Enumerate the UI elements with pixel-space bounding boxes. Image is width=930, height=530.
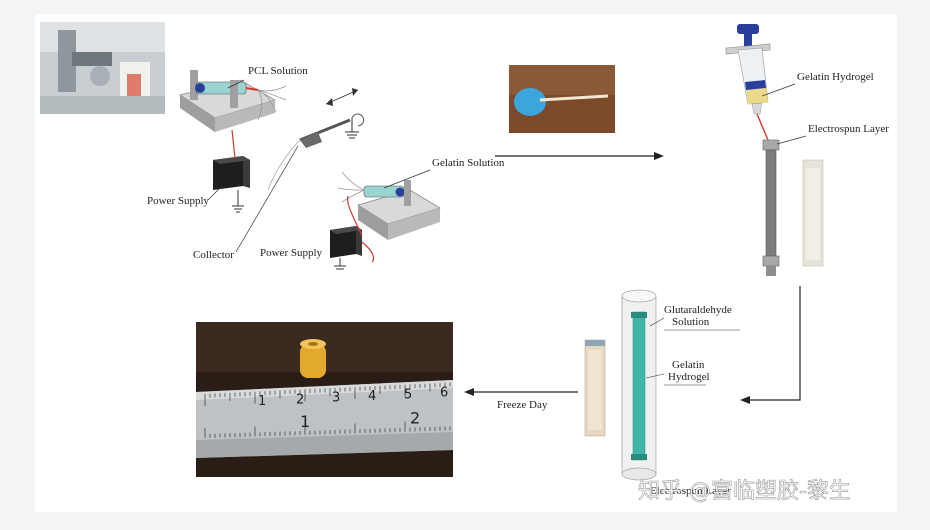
final-product-photo <box>196 322 453 477</box>
pcl-fiber-jet <box>257 85 287 121</box>
mold-rod <box>762 139 780 276</box>
label-power-supply-1: Power Supply <box>147 195 210 207</box>
label-glutaraldehyde: Glutaraldehyde <box>664 304 732 316</box>
arrow-to-syringe <box>495 152 664 160</box>
glutaraldehyde-container <box>621 289 657 481</box>
ruler-number: 5 <box>404 387 412 402</box>
pcl-syringe-pump <box>179 70 277 132</box>
power-supply-1-box <box>213 129 250 213</box>
collector-mandrel <box>267 88 365 191</box>
ruler-number: 1 <box>258 394 266 409</box>
label-power-supply-2: Power Supply <box>260 247 323 259</box>
label-gelatin-solution: Gelatin Solution <box>432 157 505 169</box>
lab-photo <box>40 22 165 114</box>
label-collector: Collector <box>193 249 234 261</box>
hydrogel-syringe <box>725 24 771 141</box>
arrow-to-final <box>464 388 578 396</box>
label-pcl-solution: PCL Solution <box>248 65 308 77</box>
watermark-text: 知乎 @富临塑胶-黎生 <box>638 479 851 504</box>
label-freeze-day: Freeze Day <box>497 399 548 411</box>
arrow-to-glutaraldehyde <box>740 286 801 404</box>
ruler-number: 2 <box>410 408 420 427</box>
tube-sample-photo <box>802 159 824 267</box>
gelatin-fiber-jet <box>337 171 365 203</box>
label-gelatin-hydrogel-mid-2: Hydrogel <box>668 371 710 383</box>
ruler-number: 4 <box>368 389 376 404</box>
label-glutaraldehyde-solution: Solution <box>672 316 710 328</box>
label-gelatin-hydrogel-mid: Gelatin <box>672 359 705 371</box>
label-bottom-partial: Electrospun Layer <box>650 485 731 497</box>
label-electrospun-layer: Electrospun Layer <box>808 123 889 135</box>
gelatin-syringe-pump <box>357 180 441 240</box>
ruler-number: 6 <box>440 386 448 401</box>
label-gelatin-hydrogel-top: Gelatin Hydrogel <box>797 71 874 83</box>
small-tube-photo <box>584 339 606 437</box>
ruler-markings: 1 2 3 4 5 6 1 2 <box>204 382 451 438</box>
ruler-number: 2 <box>296 392 304 407</box>
power-supply-2-box <box>330 195 375 270</box>
ruler-number: 3 <box>332 391 340 406</box>
ruler-number: 1 <box>300 412 310 431</box>
fiber-photo <box>509 65 615 133</box>
